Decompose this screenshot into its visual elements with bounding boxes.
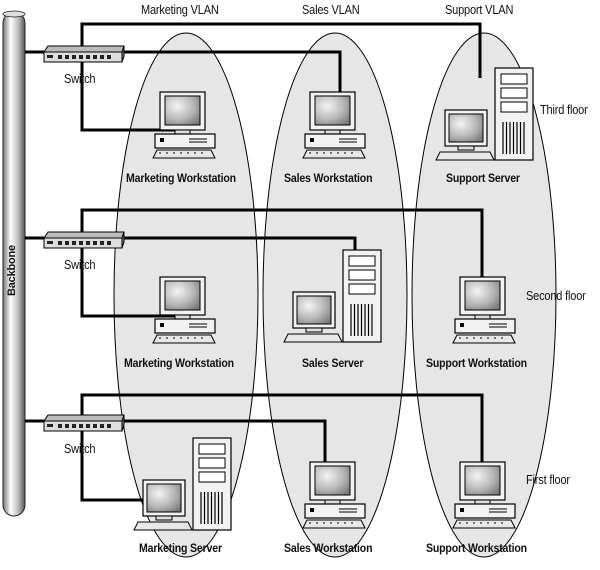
vlan-label-support: Support VLAN bbox=[445, 3, 514, 17]
server-second-sales bbox=[283, 249, 382, 343]
pc-base-icon bbox=[304, 133, 366, 149]
backbone-label: Backbone bbox=[6, 245, 18, 296]
keyboard-icon bbox=[152, 149, 216, 159]
floor-label-second: Second floor bbox=[526, 289, 586, 303]
workstation-first-sales bbox=[302, 461, 366, 529]
pc-base-icon bbox=[304, 503, 366, 519]
keyboard-icon bbox=[133, 521, 193, 531]
cable-first-sales bbox=[82, 419, 327, 462]
device-label-first-marketing: Marketing Server bbox=[139, 541, 222, 555]
switch-label-first: Switch bbox=[64, 442, 96, 456]
device-label-first-sales: Sales Workstation bbox=[284, 541, 373, 555]
workstation-third-marketing bbox=[152, 91, 216, 159]
switch-first bbox=[43, 414, 125, 432]
switches bbox=[43, 45, 125, 432]
pc-base-icon bbox=[454, 503, 516, 519]
devices bbox=[133, 67, 534, 531]
switch-third bbox=[43, 45, 125, 63]
workstation-second-support bbox=[452, 276, 516, 344]
floor-label-first: First floor bbox=[526, 473, 570, 487]
device-label-third-sales: Sales Workstation bbox=[284, 171, 373, 185]
cable-third-sales bbox=[82, 50, 342, 100]
cable-first-support bbox=[80, 393, 484, 465]
device-label-first-support: Support Workstation bbox=[426, 541, 527, 555]
device-label-third-support: Support Server bbox=[446, 171, 520, 185]
device-label-second-marketing: Marketing Workstation bbox=[124, 356, 234, 370]
cable-second-support bbox=[80, 208, 484, 285]
backbone-top-cap bbox=[2, 10, 26, 18]
server-first-marketing bbox=[133, 437, 232, 531]
server-third-support bbox=[435, 67, 534, 161]
keyboard-icon bbox=[302, 519, 366, 529]
backbone bbox=[2, 10, 26, 517]
device-label-second-support: Support Workstation bbox=[426, 356, 527, 370]
pc-base-icon bbox=[154, 318, 216, 334]
device-label-third-marketing: Marketing Workstation bbox=[126, 171, 236, 185]
vlan-label-sales: Sales VLAN bbox=[302, 3, 360, 17]
keyboard-icon bbox=[152, 334, 216, 344]
cable-third-support bbox=[80, 22, 482, 78]
switch-label-second: Switch bbox=[64, 258, 96, 272]
workstation-third-sales bbox=[302, 91, 366, 159]
pc-base-icon bbox=[454, 318, 516, 334]
cable-first-marketing bbox=[80, 426, 145, 502]
device-label-second-sales: Sales Server bbox=[302, 356, 364, 370]
keyboard-icon bbox=[452, 334, 516, 344]
workstation-first-support bbox=[452, 461, 516, 529]
keyboard-icon bbox=[435, 151, 495, 161]
keyboard-icon bbox=[302, 149, 366, 159]
cable-second-marketing bbox=[80, 242, 190, 318]
cable-third-marketing bbox=[80, 56, 190, 132]
pc-base-icon bbox=[154, 133, 216, 149]
switch-second bbox=[43, 231, 125, 249]
floor-label-third: Third floor bbox=[540, 103, 588, 117]
keyboard-icon bbox=[283, 333, 343, 343]
switch-label-third: Switch bbox=[64, 72, 96, 86]
workstation-second-marketing bbox=[152, 276, 216, 344]
vlan-label-marketing: Marketing VLAN bbox=[141, 3, 219, 17]
keyboard-icon bbox=[452, 519, 516, 529]
